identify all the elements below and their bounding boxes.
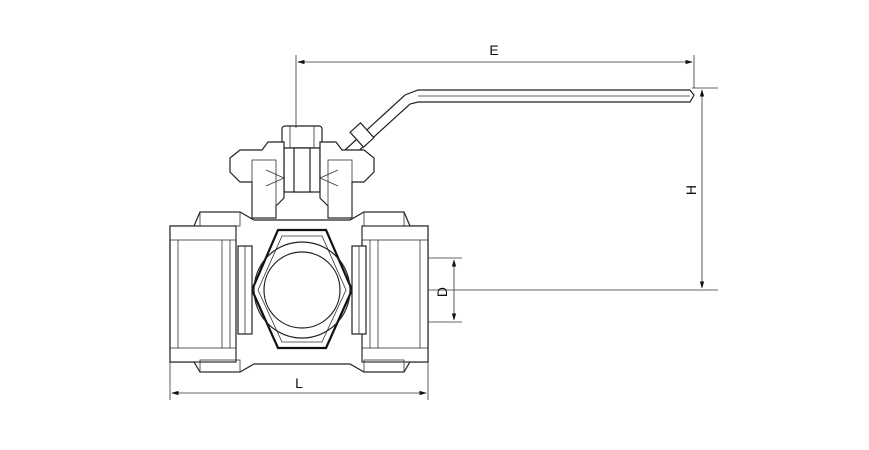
dimension-e: E [295, 42, 695, 128]
dimension-h-label: H [683, 185, 699, 195]
valve-stem [270, 125, 334, 196]
valve-body [169, 211, 429, 373]
dimension-d-label: D [434, 287, 450, 297]
dimension-l-label: L [295, 375, 303, 391]
handle-lever [344, 89, 695, 157]
dimension-l: L [169, 362, 429, 400]
dimension-d: D [428, 257, 462, 323]
valve-bonnet [229, 141, 375, 219]
dimension-h: H [428, 87, 718, 291]
dimension-e-label: E [489, 42, 498, 58]
